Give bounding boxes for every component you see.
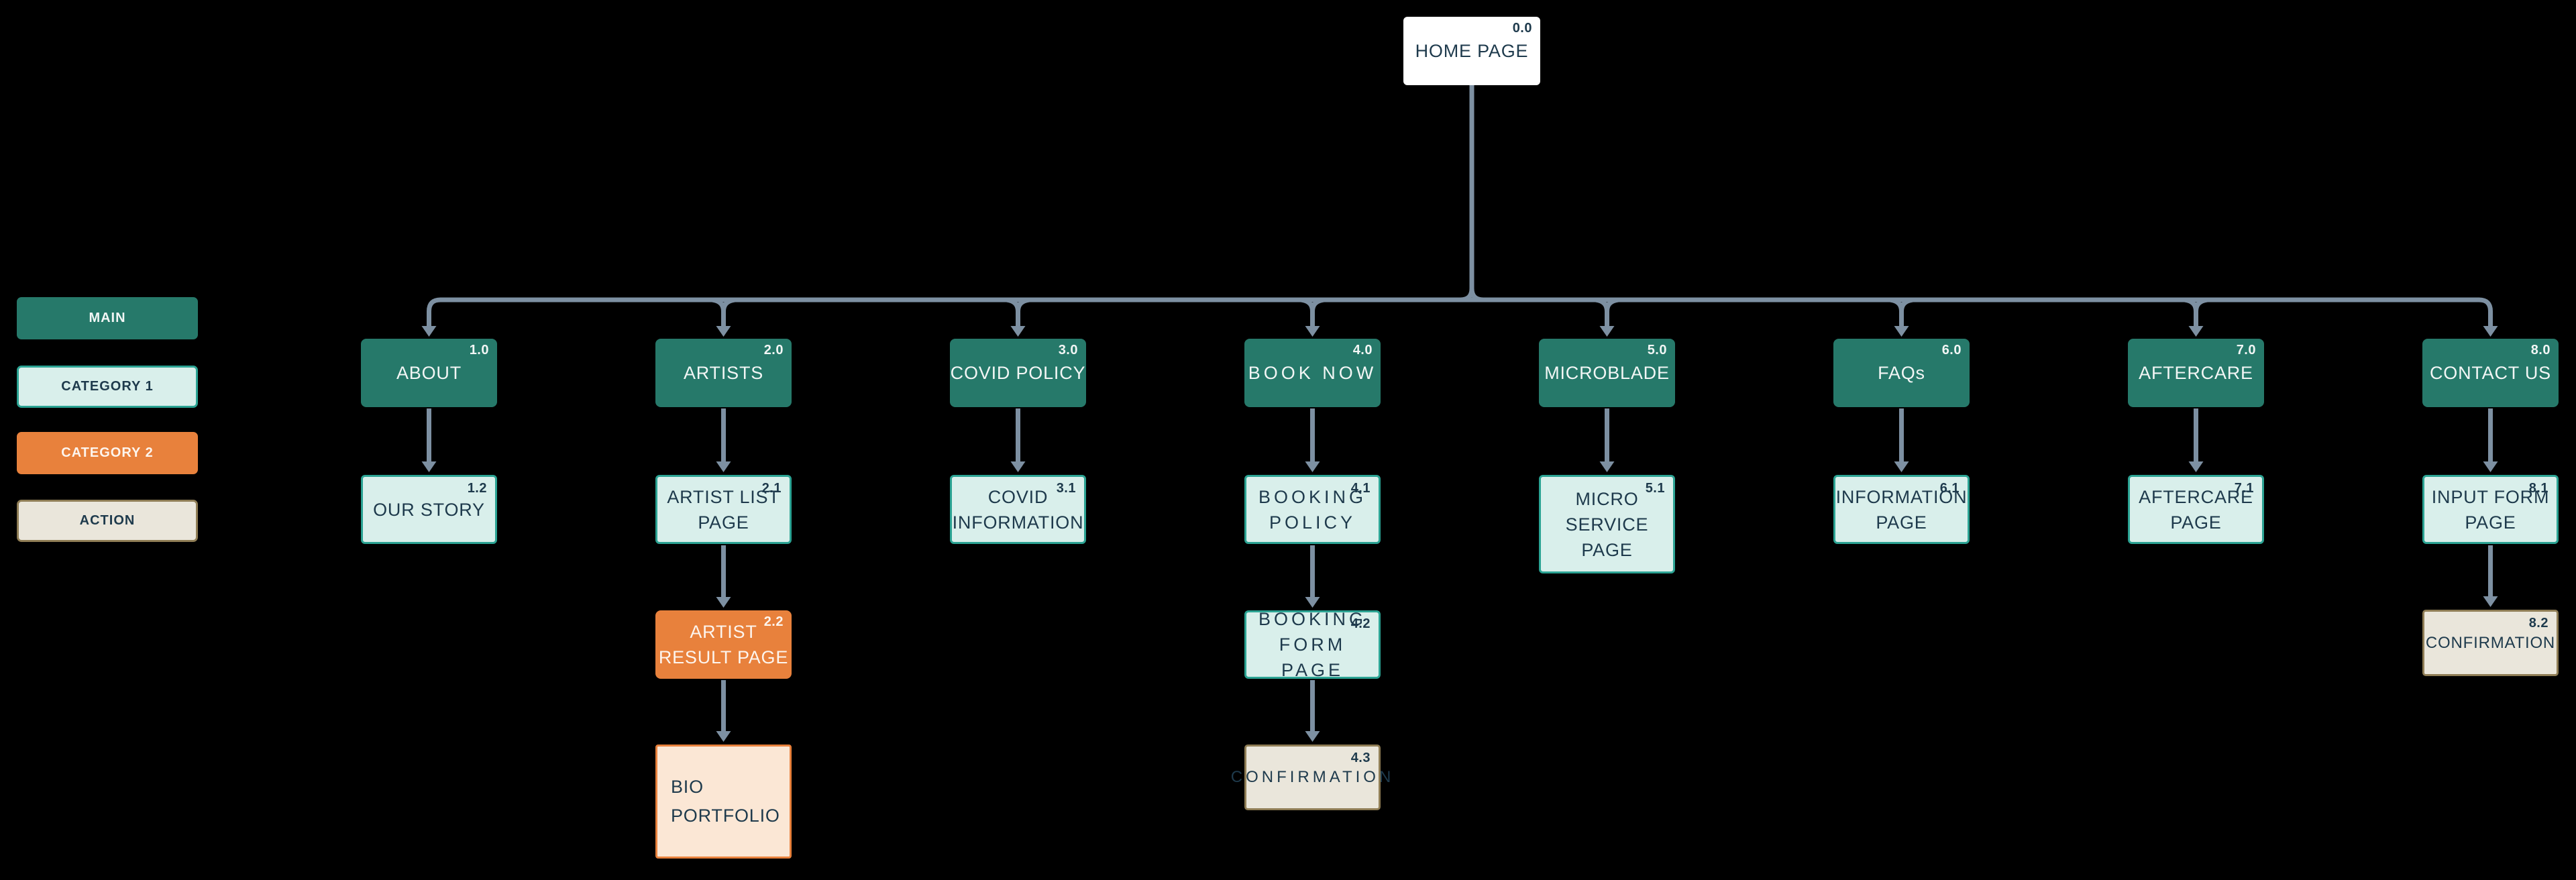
node-label: OUR STORY (373, 499, 485, 520)
legend-chip-action[interactable]: ACTION (17, 500, 198, 542)
node-number: 8.2 (2528, 616, 2548, 630)
node-label: MICROBLADE (1544, 363, 1670, 383)
node-label: HOME PAGE (1415, 41, 1529, 61)
legend-chip-main[interactable]: MAIN (17, 297, 198, 339)
arrowhead-icon (1305, 326, 1320, 337)
node-label: FAQs (1878, 363, 1925, 383)
node-number: 0.0 (1512, 21, 1532, 36)
arrowhead-icon (716, 731, 731, 742)
node-number: 1.0 (469, 343, 489, 358)
node-label: COVID POLICY (950, 363, 1086, 383)
node-number: 4.0 (1352, 343, 1373, 358)
arrowhead-icon (421, 326, 437, 337)
legend-chip-category-2[interactable]: CATEGORY 2 (17, 432, 198, 474)
arrowhead-icon (716, 326, 731, 337)
node-label: BOOK NOW (1248, 363, 1377, 383)
node-number: 8.0 (2530, 343, 2551, 358)
node-label: ARTISTS (683, 363, 764, 383)
connector-path (427, 85, 2493, 732)
node-label: CONFIRMATION (1230, 768, 1395, 786)
arrowhead-icon (1894, 461, 1909, 472)
arrowhead-icon (1305, 731, 1320, 742)
legend-chip-label: MAIN (89, 311, 126, 325)
arrowhead-icon (1010, 461, 1026, 472)
node-number: 2.1 (761, 481, 782, 496)
arrowhead-icon (1010, 326, 1026, 337)
node-number: 5.0 (1647, 343, 1667, 358)
node-number: 5.1 (1645, 481, 1665, 496)
arrowhead-icon (1305, 461, 1320, 472)
node-label: CONFIRMATION (2425, 633, 2556, 652)
node-number: 6.0 (1941, 343, 1962, 358)
legend-chip-label: ACTION (79, 513, 136, 528)
arrowhead-icon (2483, 596, 2498, 607)
node-number: 8.1 (2528, 481, 2548, 496)
arrowhead-icon (2483, 326, 2498, 337)
node-label: AFTERCARE (2139, 363, 2253, 383)
arrowhead-icon (2483, 461, 2498, 472)
legend-chip-category-1[interactable]: CATEGORY 1 (17, 366, 198, 408)
node-number: 4.3 (1350, 751, 1371, 765)
legend-chip-label: CATEGORY 2 (61, 445, 154, 460)
node-number: 2.2 (763, 614, 784, 629)
node-label: CONTACT US (2429, 363, 2551, 383)
arrowhead-icon (1305, 597, 1320, 608)
arrowhead-icon (1894, 326, 1909, 337)
legend-chip-label: CATEGORY 1 (61, 379, 154, 394)
node-number: 3.1 (1056, 481, 1076, 496)
arrowhead-icon (2188, 326, 2204, 337)
arrowhead-icon (1599, 326, 1615, 337)
node-number: 7.1 (2234, 481, 2254, 496)
arrowhead-icon (2188, 461, 2204, 472)
node-label: ABOUT (396, 363, 462, 383)
arrowhead-icon (1599, 461, 1615, 472)
arrowhead-icon (421, 461, 437, 472)
arrowhead-icon (716, 597, 731, 608)
node-number: 6.1 (1939, 481, 1960, 496)
arrowhead-icon (716, 461, 731, 472)
node-number: 7.0 (2236, 343, 2256, 358)
node-number: 4.1 (1350, 481, 1371, 496)
node-number: 2.0 (763, 343, 784, 358)
node-number: 1.2 (467, 481, 487, 496)
node-number: 4.2 (1350, 616, 1371, 631)
node-number: 3.0 (1058, 343, 1078, 358)
